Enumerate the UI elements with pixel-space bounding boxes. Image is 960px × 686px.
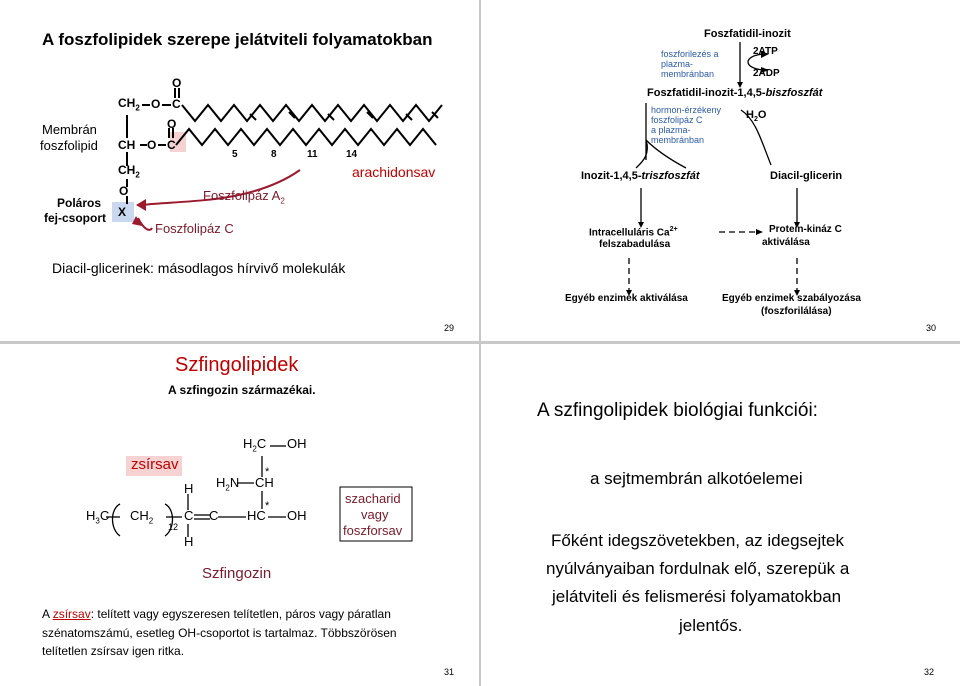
- phospholipid-structure-icon: [126, 88, 443, 231]
- foszfatidil-inozit: Foszfatidil-inozit: [704, 28, 791, 40]
- egyeb-2: Egyéb enzimek szabályozása: [722, 293, 861, 304]
- atom-o2: O: [147, 138, 157, 152]
- carbon-number-14: 14: [346, 149, 358, 160]
- atom-ch2: CH2: [130, 508, 154, 526]
- atom-c-a: C: [184, 508, 194, 523]
- atom-h-top: H: [184, 481, 194, 496]
- atp-label: 2ATP: [753, 46, 778, 57]
- desc-line-1: A zsírsav: telített vagy egyszeresen tel…: [42, 607, 391, 621]
- atom-o1: O: [151, 97, 161, 111]
- desc-line-2: szénatomszámú, esetleg OH-csoportot is t…: [42, 626, 397, 640]
- atom-o3: O: [119, 184, 129, 198]
- functions-line-1: a sejtmembrán alkotóelemei: [590, 469, 803, 488]
- slide-title: Szfingolipidek: [175, 354, 299, 376]
- atom-oh2: OH: [287, 436, 307, 451]
- ca-label-1: Intracelluláris Ca2+: [589, 226, 678, 239]
- polaros-label-2: fej-csoport: [44, 211, 107, 225]
- foszfolipaz-a2-label: Foszfolipáz A2: [203, 188, 285, 206]
- foszforilezes-2: plazma-: [661, 59, 694, 69]
- functions-line-3: nyúlványaiban fordulnak elő, szerepük a: [546, 559, 850, 578]
- slide-title: A szfingolipidek biológiai funkciói:: [537, 400, 818, 421]
- atom-x: X: [118, 205, 127, 219]
- slide-31: Szfingolipidek A szfingozin származékai.…: [0, 344, 479, 686]
- slide-30: Foszfatidil-inozit foszforilezés a plazm…: [481, 0, 960, 341]
- hormon-4: membránban: [651, 135, 705, 145]
- szfingozin-label: Szfingozin: [202, 565, 272, 582]
- membran-label-1: Membrán: [42, 122, 97, 137]
- atom-h3c: H3C: [86, 508, 110, 526]
- egyeb-1: Egyéb enzimek aktiválása: [565, 293, 688, 304]
- egyeb-3: (foszforilálása): [761, 306, 832, 317]
- atom-n12: 12: [168, 522, 179, 532]
- pkc-label-1: Protein-kináz C: [769, 224, 842, 235]
- atom-c-b: C: [209, 508, 219, 523]
- atom-h2c: H2C: [243, 436, 267, 454]
- atom-o-dbl2: O: [167, 117, 177, 131]
- desc-line-3: telítetlen zsírsav igen ritka.: [42, 644, 185, 658]
- polaros-label-1: Poláros: [57, 196, 102, 210]
- signaling-pathway-arrows: [626, 42, 800, 296]
- foszfolipaz-c-label: Foszfolipáz C: [155, 221, 234, 236]
- page-number-32: 32: [924, 667, 935, 677]
- pip2-label: Foszfatidil-inozit-1,4,5-biszfoszfát: [647, 87, 823, 99]
- pkc-label-2: aktiválása: [762, 237, 810, 248]
- membran-label-2: foszfolipid: [40, 138, 98, 153]
- slide-title: A foszfolipidek szerepe jelátviteli foly…: [42, 30, 433, 49]
- slide-32: A szfingolipidek biológiai funkciói: a s…: [481, 344, 960, 686]
- atom-oh1: OH: [287, 508, 307, 523]
- hormon-2: foszfolipáz C: [651, 115, 703, 125]
- page-number-29: 29: [444, 323, 455, 333]
- arachidonsav-label: arachidonsav: [352, 164, 436, 180]
- foszforilezes-1: foszforilezés a: [661, 49, 719, 59]
- atom-hc-star: HC: [247, 508, 266, 523]
- zsirsav-label: zsírsav: [131, 456, 179, 473]
- szacharid-3: foszforsav: [343, 523, 403, 538]
- ip3-label: Inozit-1,4,5-triszfoszfát: [581, 170, 700, 182]
- zsirsav-box: [126, 456, 182, 476]
- atom-o-dbl1: O: [172, 76, 182, 90]
- carbon-number-5: 5: [232, 149, 238, 160]
- szacharid-1: szacharid: [345, 491, 401, 506]
- atom-h-bot: H: [184, 534, 194, 549]
- carbon-number-11: 11: [307, 149, 318, 160]
- star-1: *: [265, 466, 270, 478]
- atom-ch-mid: CH: [118, 138, 136, 152]
- highlight-x-group: [112, 202, 134, 222]
- horizontal-divider: [0, 341, 960, 344]
- slide-subtitle: A szfingozin származékai.: [168, 383, 316, 397]
- atom-c1: C: [172, 97, 181, 111]
- page-number-31: 31: [444, 667, 455, 677]
- foszforilezes-3: membránban: [661, 69, 715, 79]
- atom-ch2-top: CH2: [118, 96, 140, 113]
- functions-line-2: Főként idegszövetekben, az idegsejtek: [551, 531, 844, 550]
- slide-29: A foszfolipidek szerepe jelátviteli foly…: [0, 0, 479, 341]
- star-2: *: [265, 500, 270, 512]
- dag-label: Diacil-glicerin: [770, 170, 843, 182]
- h2o-label: H2O: [746, 109, 767, 124]
- ca-label-2: felszabadulása: [599, 239, 671, 250]
- hormon-1: hormon-érzékeny: [651, 105, 722, 115]
- atom-ch-star: CH: [255, 475, 274, 490]
- atom-c2: C: [167, 138, 176, 152]
- diacil-text: Diacil-glicerinek: másodlagos hírvivő mo…: [52, 260, 346, 276]
- adp-label: 2ADP: [753, 68, 780, 79]
- hormon-3: a plazma-: [651, 125, 691, 135]
- szacharid-2: vagy: [361, 507, 389, 522]
- functions-line-4: jelátviteli és felismerési folyamatokban: [552, 587, 842, 606]
- carbon-number-8: 8: [271, 149, 277, 160]
- atom-ch2-bot: CH2: [118, 163, 140, 180]
- sphingosin-structure-icon: [106, 445, 413, 542]
- page-number-30: 30: [926, 323, 937, 333]
- functions-line-5: jelentős.: [679, 616, 743, 635]
- atom-h2n: H2N: [216, 475, 240, 493]
